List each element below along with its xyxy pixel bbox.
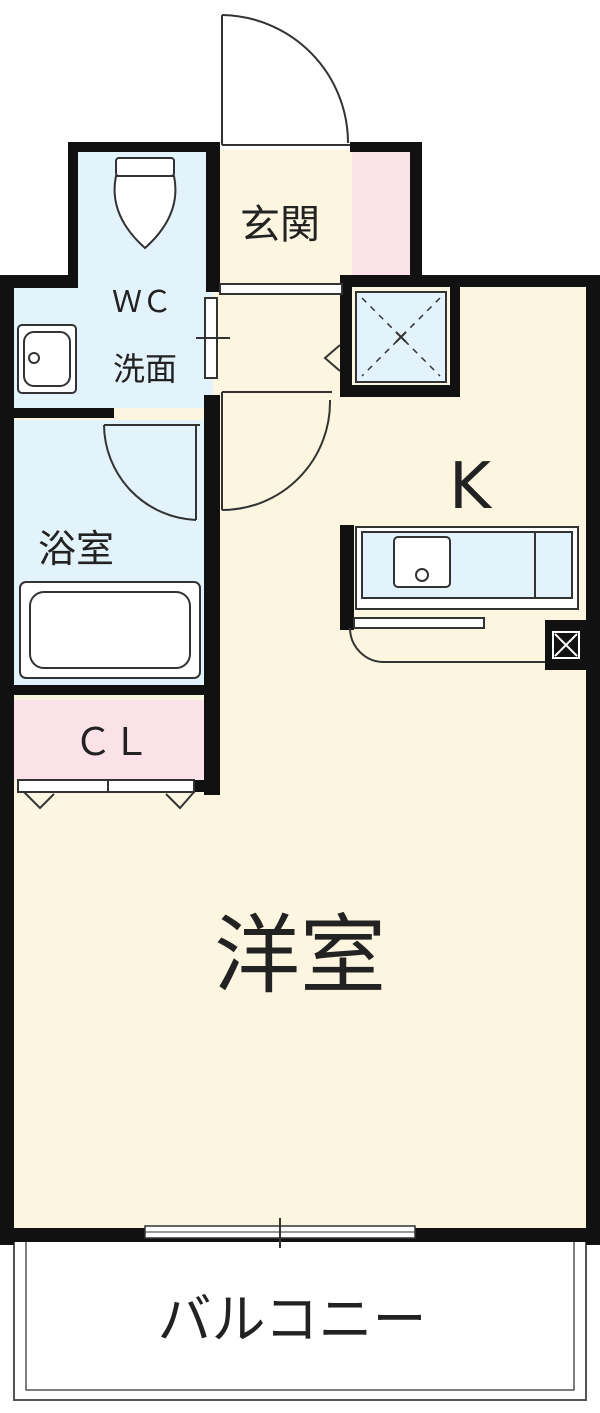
entrance-step — [219, 283, 343, 372]
shoe-cabinet — [352, 150, 410, 280]
kitchen-label: K — [449, 450, 493, 524]
kitchen-door — [349, 617, 545, 663]
western-room-label: 洋室 — [214, 906, 386, 1006]
hallway-door — [221, 391, 332, 511]
ventilation-icon — [552, 631, 580, 659]
entrance-floor — [220, 150, 352, 285]
wc-label: ＷＣ — [112, 285, 172, 320]
bathroom-label: 浴室 — [38, 527, 114, 571]
hallway-floor — [213, 295, 341, 395]
walls — [0, 142, 600, 1245]
wash-basin-icon — [17, 324, 77, 394]
balcony-window — [144, 1218, 416, 1248]
closet-floor — [14, 700, 206, 780]
wc-sliding-door — [196, 297, 230, 379]
sink-icon — [393, 536, 451, 588]
bathroom-door — [103, 424, 200, 521]
entrance-door — [221, 14, 350, 146]
pipe-shaft-icon — [355, 291, 447, 383]
balcony-label: バルコニー — [158, 1288, 427, 1351]
toilet-icon — [113, 157, 177, 250]
closet-doors — [17, 779, 195, 810]
entrance-label: 玄関 — [240, 202, 320, 248]
washroom-label: 洗面 — [113, 350, 177, 388]
bathtub-icon — [19, 581, 201, 679]
closet-label: ＣＬ — [74, 720, 150, 764]
kitchen-counter — [355, 526, 579, 610]
